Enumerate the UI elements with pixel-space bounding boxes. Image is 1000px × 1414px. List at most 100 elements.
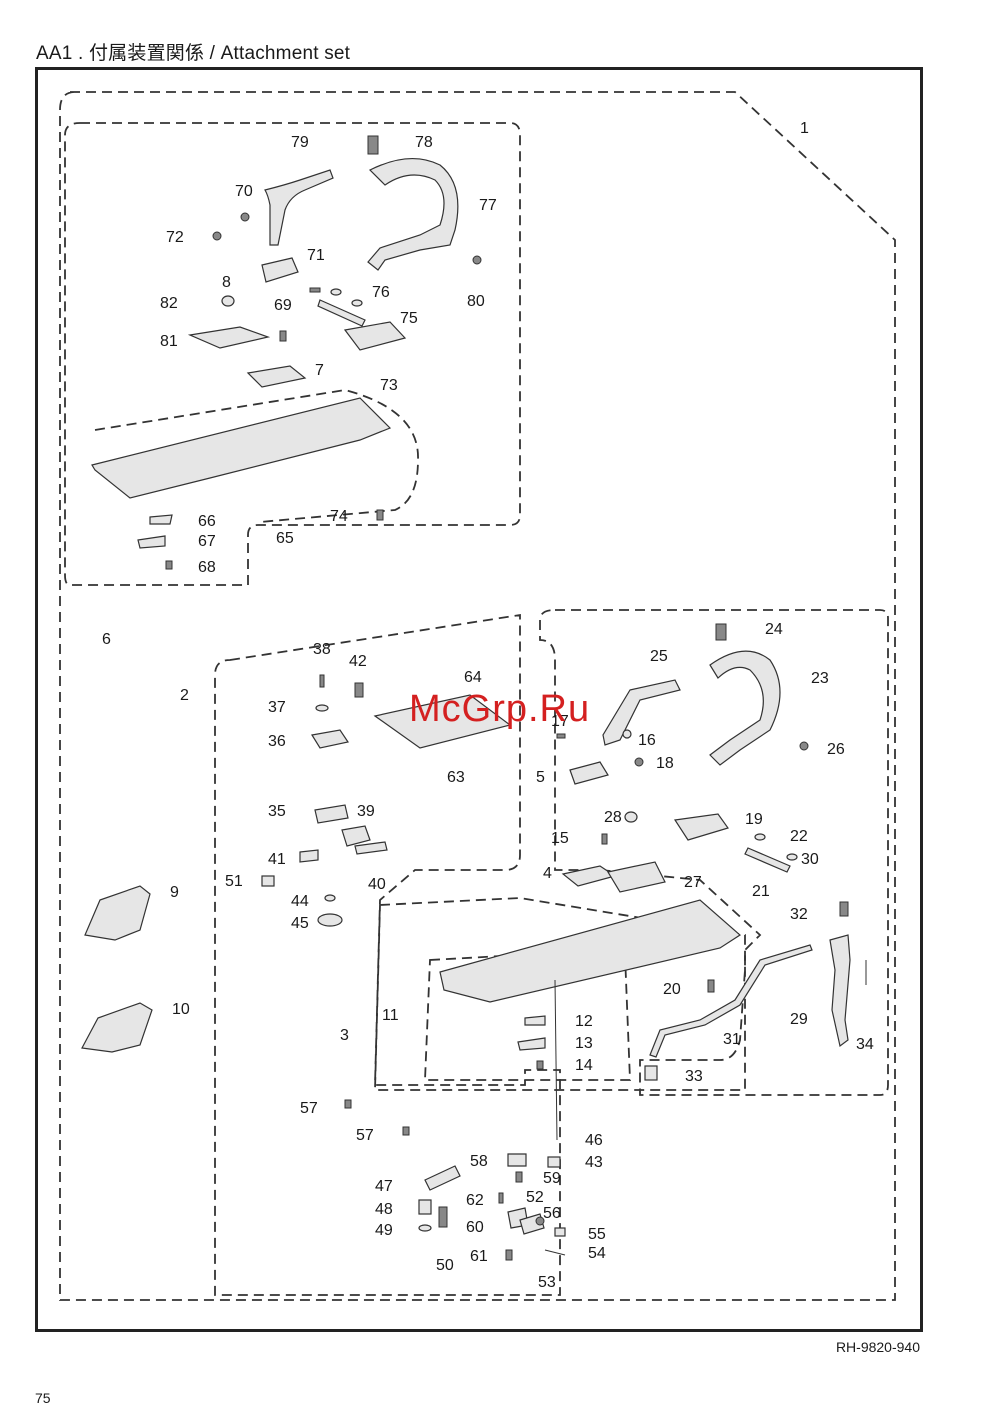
part-46-shaft — [554, 979, 558, 1141]
callout-32: 32 — [790, 906, 808, 923]
callout-79: 79 — [291, 134, 309, 151]
part-80-nut — [472, 255, 482, 265]
callout-49: 49 — [375, 1222, 393, 1239]
callout-71: 71 — [307, 247, 325, 264]
callout-31: 31 — [723, 1031, 741, 1048]
part-73-block — [343, 321, 407, 351]
callout-9: 9 — [170, 884, 179, 901]
part-50-screw — [438, 1206, 448, 1228]
part-57-screw-a — [344, 1099, 352, 1109]
part-75-shaft — [317, 299, 366, 327]
part-76-ring-b — [351, 299, 363, 307]
part-10-block — [81, 1002, 153, 1053]
part-43-collar — [547, 1156, 561, 1168]
callout-7: 7 — [315, 362, 324, 379]
part-5-bracket — [569, 761, 609, 785]
callout-63: 63 — [447, 769, 465, 786]
part-82-knob — [221, 295, 235, 307]
callout-4: 4 — [543, 865, 552, 882]
part-66-clip — [149, 514, 173, 525]
part-42-screw — [354, 682, 364, 698]
callout-72: 72 — [166, 229, 184, 246]
part-28-knob — [624, 811, 638, 823]
callout-8: 8 — [222, 274, 231, 291]
callout-53: 53 — [538, 1274, 556, 1291]
callout-6: 6 — [102, 631, 111, 648]
callout-52: 52 — [526, 1189, 544, 1206]
part-77-arm — [367, 157, 459, 271]
callout-46: 46 — [585, 1132, 603, 1149]
callout-1: 1 — [800, 120, 809, 137]
part-15-screw — [601, 833, 608, 845]
part-47-lever — [424, 1165, 461, 1191]
callout-50: 50 — [436, 1257, 454, 1274]
group-outline-11 — [424, 954, 631, 1081]
part-18-nut — [634, 757, 644, 767]
part-72-nut — [212, 231, 222, 241]
part-67-plate — [137, 535, 166, 549]
callout-24: 24 — [765, 621, 783, 638]
part-54-spring — [544, 1249, 566, 1256]
part-69-screw — [279, 330, 287, 342]
callout-80: 80 — [467, 293, 485, 310]
part-22-ring — [754, 833, 766, 841]
part-65-bed-plate — [91, 397, 392, 499]
callout-41: 41 — [268, 851, 286, 868]
callout-18: 18 — [656, 755, 674, 772]
callout-70: 70 — [235, 183, 253, 200]
part-9-block — [84, 885, 151, 941]
part-58-collar — [507, 1153, 527, 1167]
callout-45: 45 — [291, 915, 309, 932]
callout-42: 42 — [349, 653, 367, 670]
callout-33: 33 — [685, 1068, 703, 1085]
callout-78: 78 — [415, 134, 433, 151]
callout-38: 38 — [313, 641, 331, 658]
group-outline-23 — [539, 609, 889, 1096]
part-40-link — [354, 841, 388, 855]
callout-10: 10 — [172, 1001, 190, 1018]
part-41-clip — [299, 849, 319, 863]
callout-62: 62 — [466, 1192, 484, 1209]
callout-29: 29 — [790, 1011, 808, 1028]
callout-22: 22 — [790, 828, 808, 845]
part-13-plate — [517, 1037, 546, 1051]
callout-47: 47 — [375, 1178, 393, 1195]
page-number: 75 — [35, 1390, 51, 1406]
part-17-pin — [556, 733, 566, 739]
callout-56: 56 — [543, 1205, 561, 1222]
diagram-frame — [35, 67, 923, 1332]
part-29-lever — [829, 934, 851, 1048]
callout-58: 58 — [470, 1153, 488, 1170]
part-8-bracket — [261, 257, 299, 283]
callout-82: 82 — [160, 295, 178, 312]
callout-23: 23 — [811, 670, 829, 687]
callout-77: 77 — [479, 197, 497, 214]
part-49-ring — [418, 1224, 432, 1232]
part-4-plate — [561, 865, 617, 887]
part-51-collar — [261, 875, 275, 887]
model-code: RH-9820-940 — [835, 1339, 920, 1355]
part-33-collar — [644, 1065, 658, 1081]
callout-30: 30 — [801, 851, 819, 868]
part-16-washer — [622, 729, 632, 739]
callout-25: 25 — [650, 648, 668, 665]
part-44-washer — [324, 894, 336, 902]
callout-39: 39 — [357, 803, 375, 820]
part-71-pin — [309, 287, 321, 293]
part-39-plate — [341, 825, 371, 847]
callout-26: 26 — [827, 741, 845, 758]
callout-40: 40 — [368, 876, 386, 893]
part-45-cam — [317, 913, 343, 927]
part-24-screw — [715, 623, 727, 641]
callout-67: 67 — [198, 533, 216, 550]
callout-21: 21 — [752, 883, 770, 900]
callout-28: 28 — [604, 809, 622, 826]
callout-5: 5 — [536, 769, 545, 786]
callout-73: 73 — [380, 377, 398, 394]
part-31-rod — [649, 944, 813, 1058]
callout-66: 66 — [198, 513, 216, 530]
callout-17: 17 — [551, 713, 569, 730]
group-outline-2 — [214, 613, 561, 1296]
part-62-pin — [498, 1192, 504, 1204]
title-japanese: 付属装置関係 — [88, 42, 205, 64]
